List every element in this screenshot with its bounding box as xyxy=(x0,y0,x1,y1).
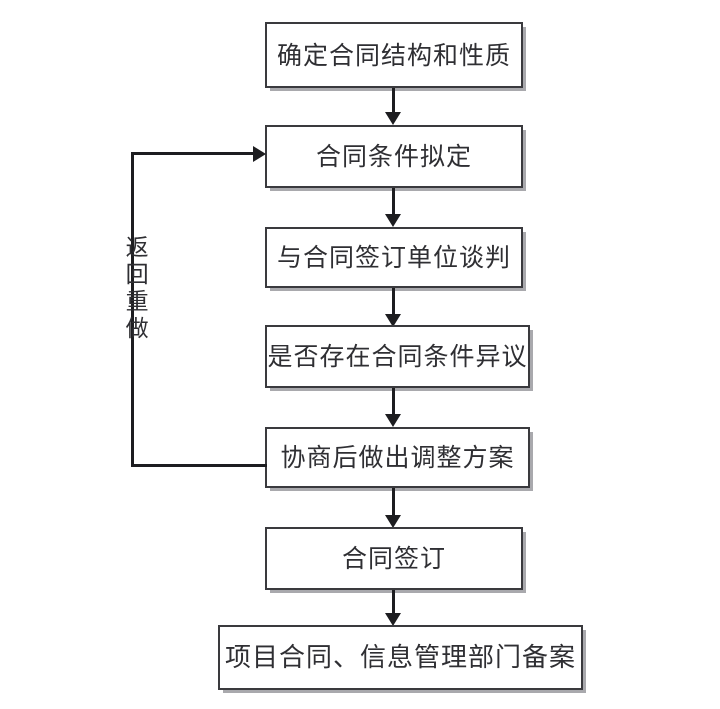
flow-node-label: 是否存在合同条件异议 xyxy=(267,342,528,371)
feedback-loop-arrowhead xyxy=(253,146,266,162)
flow-node-label: 协商后做出调整方案 xyxy=(280,443,515,472)
feedback-loop-left-segment xyxy=(131,152,134,467)
connector-n3-n4-line xyxy=(392,288,395,317)
flow-node-adjustment-plan-after-negotiation[interactable]: 协商后做出调整方案 xyxy=(265,427,530,488)
flow-node-label: 确定合同结构和性质 xyxy=(276,40,511,70)
flow-node-label: 合同签订 xyxy=(341,544,446,573)
connector-n4-n5-arrowhead xyxy=(385,414,401,427)
connector-n1-n2-arrowhead xyxy=(385,112,401,125)
connector-n5-n6-line xyxy=(392,488,395,517)
flow-node-contract-signing[interactable]: 合同签订 xyxy=(265,527,523,590)
flow-node-negotiate-with-signing-party[interactable]: 与合同签订单位谈判 xyxy=(265,227,523,288)
flow-node-label: 项目合同、信息管理部门备案 xyxy=(224,642,576,673)
connector-n6-n7-arrowhead xyxy=(385,613,401,626)
flow-node-draft-contract-terms[interactable]: 合同条件拟定 xyxy=(265,125,523,188)
feedback-loop-bottom-segment xyxy=(131,464,267,467)
flow-node-label: 合同条件拟定 xyxy=(315,142,472,171)
flow-node-label: 与合同签订单位谈判 xyxy=(276,243,511,272)
connector-n2-n3-line xyxy=(392,188,395,217)
connector-n6-n7-line xyxy=(392,590,395,617)
feedback-loop-top-segment xyxy=(131,152,257,155)
flow-node-contract-terms-objection-check[interactable]: 是否存在合同条件异议 xyxy=(265,325,530,388)
feedback-loop-label: 返回重做 xyxy=(121,235,148,343)
connector-n1-n2-line xyxy=(392,88,395,115)
flow-node-file-with-contract-info-department[interactable]: 项目合同、信息管理部门备案 xyxy=(218,625,583,690)
connector-n4-n5-line xyxy=(392,388,395,417)
connector-n3-n4-arrowhead xyxy=(385,314,401,327)
flow-node-confirm-contract-structure[interactable]: 确定合同结构和性质 xyxy=(265,22,523,88)
connector-n2-n3-arrowhead xyxy=(385,214,401,227)
connector-n5-n6-arrowhead xyxy=(385,515,401,528)
